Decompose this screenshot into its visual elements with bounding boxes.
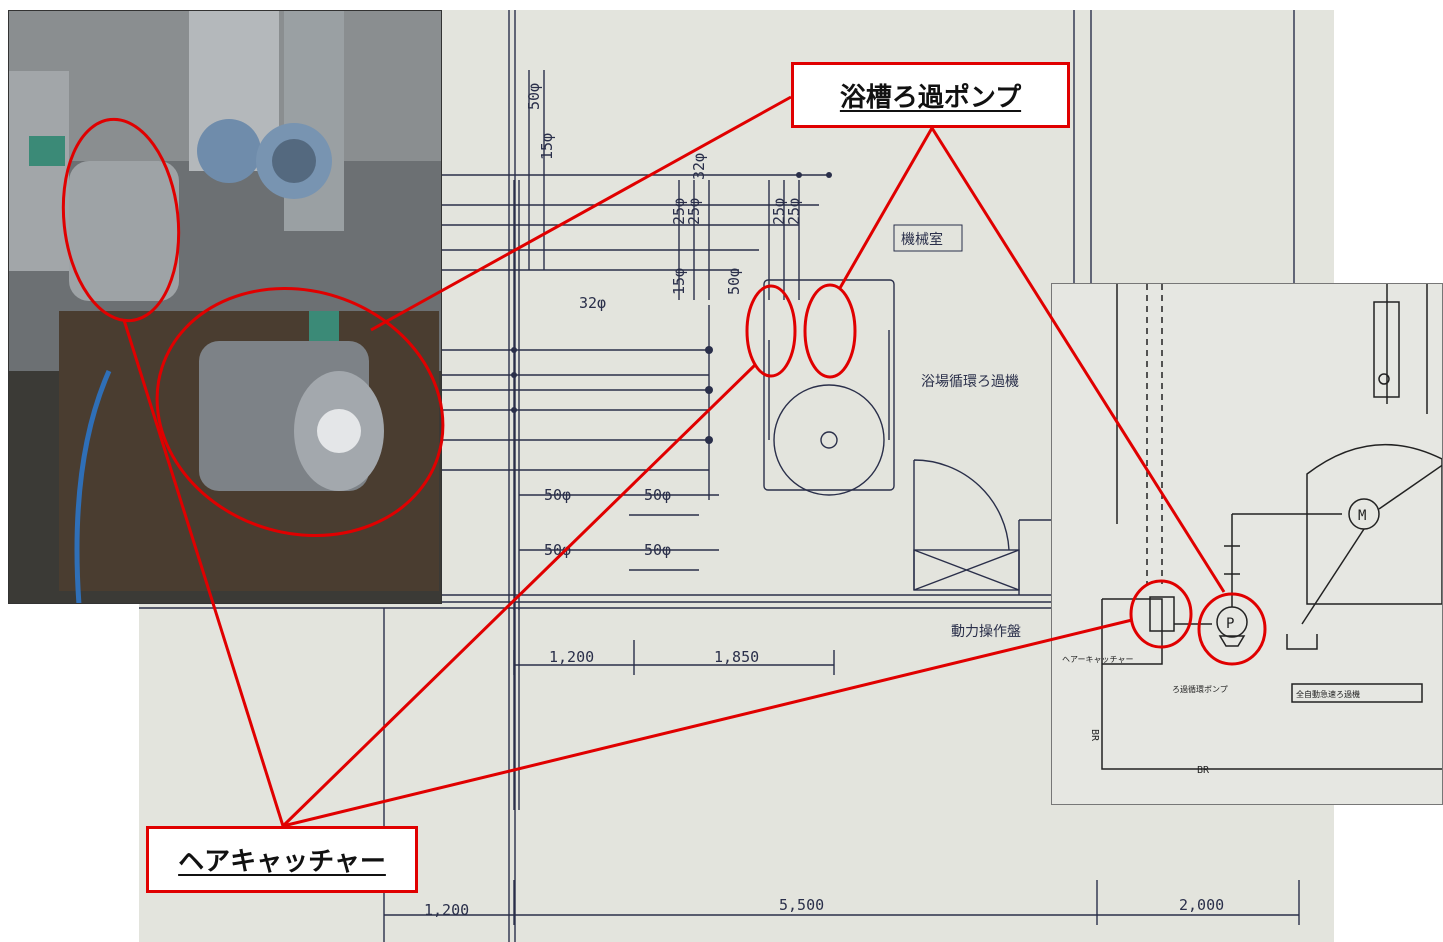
pipe-size-32b: 32φ [579, 294, 606, 312]
pipe-size-50a: 50φ [544, 486, 571, 504]
br-label-horizontal: BR [1197, 765, 1210, 776]
pipe-size-50b: 50φ [644, 486, 671, 504]
dimension-1200-b: 1,200 [424, 901, 469, 919]
pump-room-photo [8, 10, 442, 604]
dimension-1850: 1,850 [714, 648, 759, 666]
pipe-size-v25d: 25φ [785, 198, 803, 225]
pipe-size-v25b: 25φ [685, 198, 703, 225]
power-panel-label: 動力操作盤 [951, 624, 1021, 640]
hair-catcher-callout-label: ヘアキャッチャー [146, 826, 418, 893]
pipe-size-50c: 50φ [544, 541, 571, 559]
schematic-detail-svg: M P ヘアーキャッチャー ろ過循環ポンプ 全自動急速ろ過機 BR BR [1062, 284, 1442, 776]
filter-label-detail: 全自動急速ろ過機 [1296, 689, 1360, 699]
filter-label: 浴場循環ろ過機 [921, 374, 1019, 390]
dimension-1200-a: 1,200 [549, 648, 594, 666]
pipe-size-50d: 50φ [644, 541, 671, 559]
room-label: 機械室 [901, 231, 943, 248]
pipe-size-32a: 32φ [690, 153, 708, 180]
hair-catcher-callout-text: ヘアキャッチャー [178, 847, 386, 877]
pipe-size-v50: 50φ [525, 83, 543, 110]
pump-label: ろ過循環ポンプ [1172, 684, 1228, 694]
br-label-vertical: BR [1089, 729, 1100, 742]
motor-symbol: M [1358, 508, 1366, 524]
pump-room-photo-svg [9, 11, 441, 603]
schematic-detail: M P ヘアーキャッチャー ろ過循環ポンプ 全自動急速ろ過機 BR BR [1051, 283, 1443, 805]
dimension-2000: 2,000 [1179, 896, 1224, 914]
pump-callout-label: 浴槽ろ過ポンプ [791, 62, 1070, 128]
dimension-5500: 5,500 [779, 896, 824, 914]
pipe-size-v50b: 50φ [725, 268, 743, 295]
pipe-size-v15b: 15φ [670, 268, 688, 295]
pipe-size-v15: 15φ [538, 133, 556, 160]
pump-symbol: P [1226, 616, 1234, 632]
hair-catcher-label: ヘアーキャッチャー [1062, 655, 1133, 664]
pump-callout-text: 浴槽ろ過ポンプ [839, 82, 1022, 113]
